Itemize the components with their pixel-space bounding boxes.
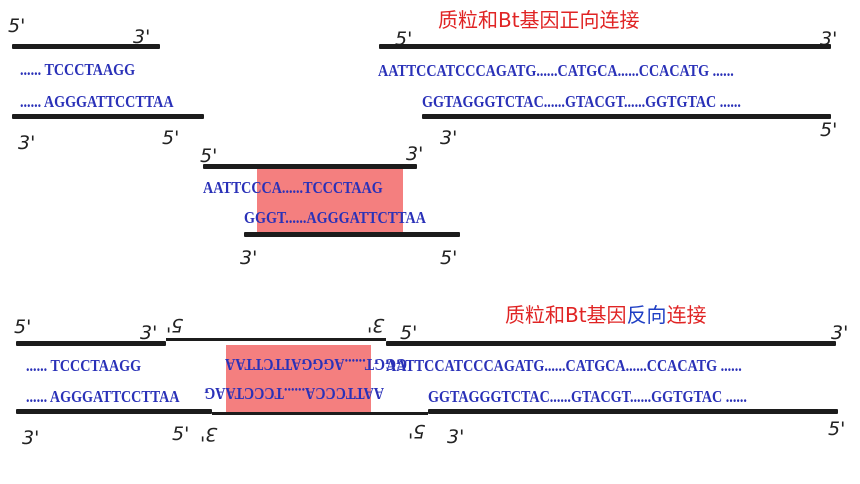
end-5-rev-bottom-flipped: 5' bbox=[408, 420, 425, 442]
title-reverse-pre: 质粒和Bt基因 bbox=[505, 303, 627, 327]
strand-rev-top-right bbox=[386, 341, 836, 346]
end-5-bottom-right: 5' bbox=[820, 119, 838, 141]
highlight-reverse bbox=[226, 345, 371, 412]
end-5-rev-bottom-mid: 5' bbox=[172, 423, 190, 445]
seq-rev-top-left: ...... TCCCTAAGG bbox=[26, 356, 142, 375]
end-3-rev-bottom-left: 3' bbox=[22, 427, 40, 449]
strand-rev-bottom-right bbox=[428, 409, 838, 414]
end-3-bottom-right: 3' bbox=[440, 127, 458, 149]
end-3-rev-top-end: 3' bbox=[831, 322, 849, 344]
strand-rev-top-insert bbox=[166, 338, 386, 341]
title-reverse-word: 反向 bbox=[626, 303, 667, 327]
end-5-rev-top-left: 5' bbox=[14, 316, 32, 338]
seq-left-bottom: ...... AGGGATTCCTTAA bbox=[20, 92, 174, 111]
seq-rev-top-right: AATTCCATCCCAGATG......CATGCA......CCACAT… bbox=[386, 356, 742, 375]
end-3-rev-bottom-flipped: 3' bbox=[200, 423, 217, 445]
end-3-rev-top-flipped: 3' bbox=[367, 314, 384, 336]
end-5-bottom-left: 5' bbox=[162, 127, 180, 149]
strand-middle-bottom bbox=[244, 232, 460, 237]
seq-right-bottom: GGTAGGGTCTAC......GTACGT......GGTGTAC ..… bbox=[422, 92, 741, 111]
end-5-rev-top-flipped-text: 5' bbox=[166, 314, 184, 336]
title-reverse-post: 连接 bbox=[666, 303, 707, 327]
highlight-middle bbox=[257, 169, 403, 232]
title-forward: 质粒和Bt基因正向连接 bbox=[438, 8, 640, 32]
strand-rev-bottom-insert bbox=[212, 412, 428, 415]
end-5-rev-bottom-end: 5' bbox=[828, 418, 846, 440]
seq-rev-top-insert-wrap: AATTCCCA......TCCCTAAG bbox=[186, 383, 384, 403]
end-3-rev-top-flipped-text: 3' bbox=[367, 314, 385, 336]
end-3-rev-bottom-right: 3' bbox=[447, 426, 465, 448]
seq-rev-bottom-right: GGTAGGGTCTAC......GTACGT......GGTGTAC ..… bbox=[428, 387, 747, 406]
end-3-rev-top-mid: 3' bbox=[140, 322, 158, 344]
end-5-middle-top: 5' bbox=[200, 145, 218, 167]
end-3-rev-bottom-flipped-text: 3' bbox=[200, 423, 218, 445]
end-5-middle-bottom: 5' bbox=[440, 247, 458, 269]
end-3-middle-top: 3' bbox=[406, 143, 424, 165]
end-3-middle-bottom: 3' bbox=[240, 247, 258, 269]
end-5-rev-top-flipped: 5' bbox=[166, 314, 183, 336]
seq-middle-top: AATTCCCA......TCCCTAAG bbox=[203, 178, 383, 197]
title-reverse: 质粒和Bt基因反向连接 bbox=[505, 303, 707, 327]
seq-rev-top-insert: AATTCCCA......TCCCTAAG bbox=[204, 384, 384, 403]
end-5-top-left: 5' bbox=[8, 15, 26, 37]
end-5-rev-bottom-flipped-text: 5' bbox=[408, 420, 426, 442]
strand-middle-top bbox=[203, 164, 417, 169]
strand-rev-bottom-left bbox=[16, 409, 212, 414]
seq-rev-bottom-insert: GGGT......AGGGATTCTTAA bbox=[225, 355, 407, 374]
strand-bottom-right bbox=[422, 114, 831, 119]
end-3-bottom-left: 3' bbox=[18, 132, 36, 154]
strand-rev-top-left bbox=[16, 341, 166, 346]
seq-rev-bottom-left: ...... AGGGATTCCTTAA bbox=[26, 387, 180, 406]
seq-left-top: ...... TCCCTAAGG bbox=[20, 60, 136, 79]
end-5-rev-top-right: 5' bbox=[400, 322, 418, 344]
strand-top-left bbox=[12, 44, 160, 49]
seq-rev-bottom-insert-wrap: GGGT......AGGGATTCTTAA bbox=[210, 354, 407, 374]
seq-middle-bottom: GGGT......AGGGATTCTTAA bbox=[244, 208, 426, 227]
end-3-top-left: 3' bbox=[133, 26, 151, 48]
strand-top-right bbox=[379, 44, 831, 49]
strand-bottom-left bbox=[12, 114, 204, 119]
seq-right-top: AATTCCATCCCAGATG......CATGCA......CCACAT… bbox=[378, 61, 734, 80]
